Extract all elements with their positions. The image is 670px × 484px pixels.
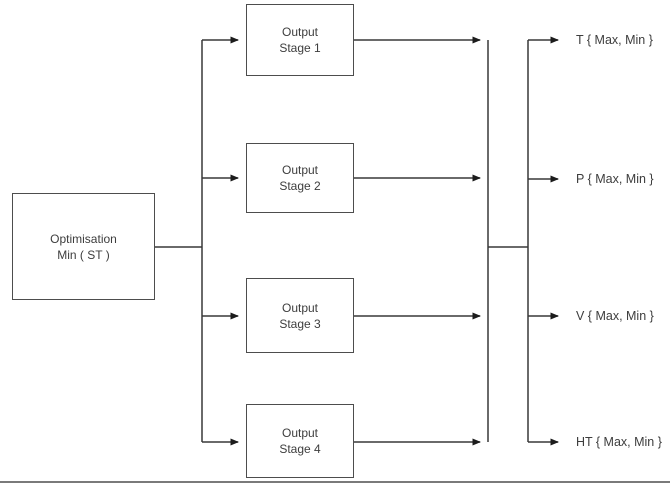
output-stage-2-box: Output Stage 2 <box>246 143 354 213</box>
output-stage-4-label-line2: Stage 4 <box>279 442 321 456</box>
output-stage-1-box: Output Stage 1 <box>246 4 354 76</box>
output-label-HT: HT { Max, Min } <box>576 435 662 449</box>
bottom-divider-line <box>0 481 670 483</box>
output-stage-1-label-line1: Output <box>281 25 319 39</box>
output-stage-4-box: Output Stage 4 <box>246 404 354 478</box>
optimisation-box-label-line2: Min ( ST ) <box>57 247 110 262</box>
output-stage-2-label-line2: Stage 2 <box>279 179 321 193</box>
output-stage-3-box: Output Stage 3 <box>246 278 354 353</box>
output-stage-3-label-line2: Stage 3 <box>279 316 321 331</box>
output-label-V: V { Max, Min } <box>576 309 654 323</box>
output-label-T: T { Max, Min } <box>576 33 653 47</box>
output-stage-1-label-line2: Stage 1 <box>279 41 321 55</box>
output-stage-2-label-line1: Output <box>281 163 319 177</box>
optimisation-box: Optimisation Min ( ST ) <box>12 193 155 300</box>
optimisation-box-label-line1: Optimisation <box>50 231 117 246</box>
output-stage-4-label-line1: Output <box>281 426 319 440</box>
output-label-P: P { Max, Min } <box>576 172 654 186</box>
output-stage-3-label-line1: Output <box>281 300 319 315</box>
